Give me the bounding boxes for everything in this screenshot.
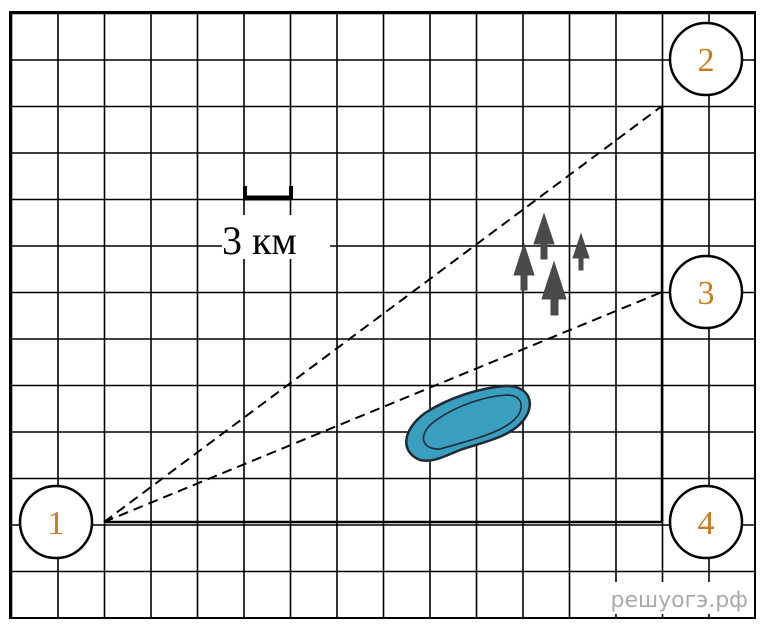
tree-icon (533, 212, 555, 260)
tree-icon (541, 260, 567, 316)
village-number: 4 (698, 505, 715, 542)
village-2: 2 (668, 21, 744, 97)
village-1: 1 (18, 484, 94, 560)
lake (405, 384, 532, 462)
village-number: 3 (698, 275, 715, 312)
watermark: решуогэ.рф (610, 588, 748, 613)
map-frame (9, 11, 756, 619)
village-3: 3 (668, 254, 744, 330)
roads (103, 105, 664, 524)
grid (10, 12, 755, 619)
tree-icon (513, 242, 535, 291)
scale-bar: 3 км (222, 186, 330, 263)
forest (513, 212, 590, 316)
path-1-3 (103, 291, 663, 523)
village-4: 4 (668, 484, 744, 560)
village-number: 1 (48, 505, 65, 542)
lake-inner-shore (422, 394, 522, 450)
lake-shape (405, 384, 532, 462)
path-1-2 (103, 105, 663, 523)
village-number: 2 (698, 42, 715, 79)
tree-icon (572, 232, 590, 271)
scale-label: 3 км (222, 218, 297, 263)
